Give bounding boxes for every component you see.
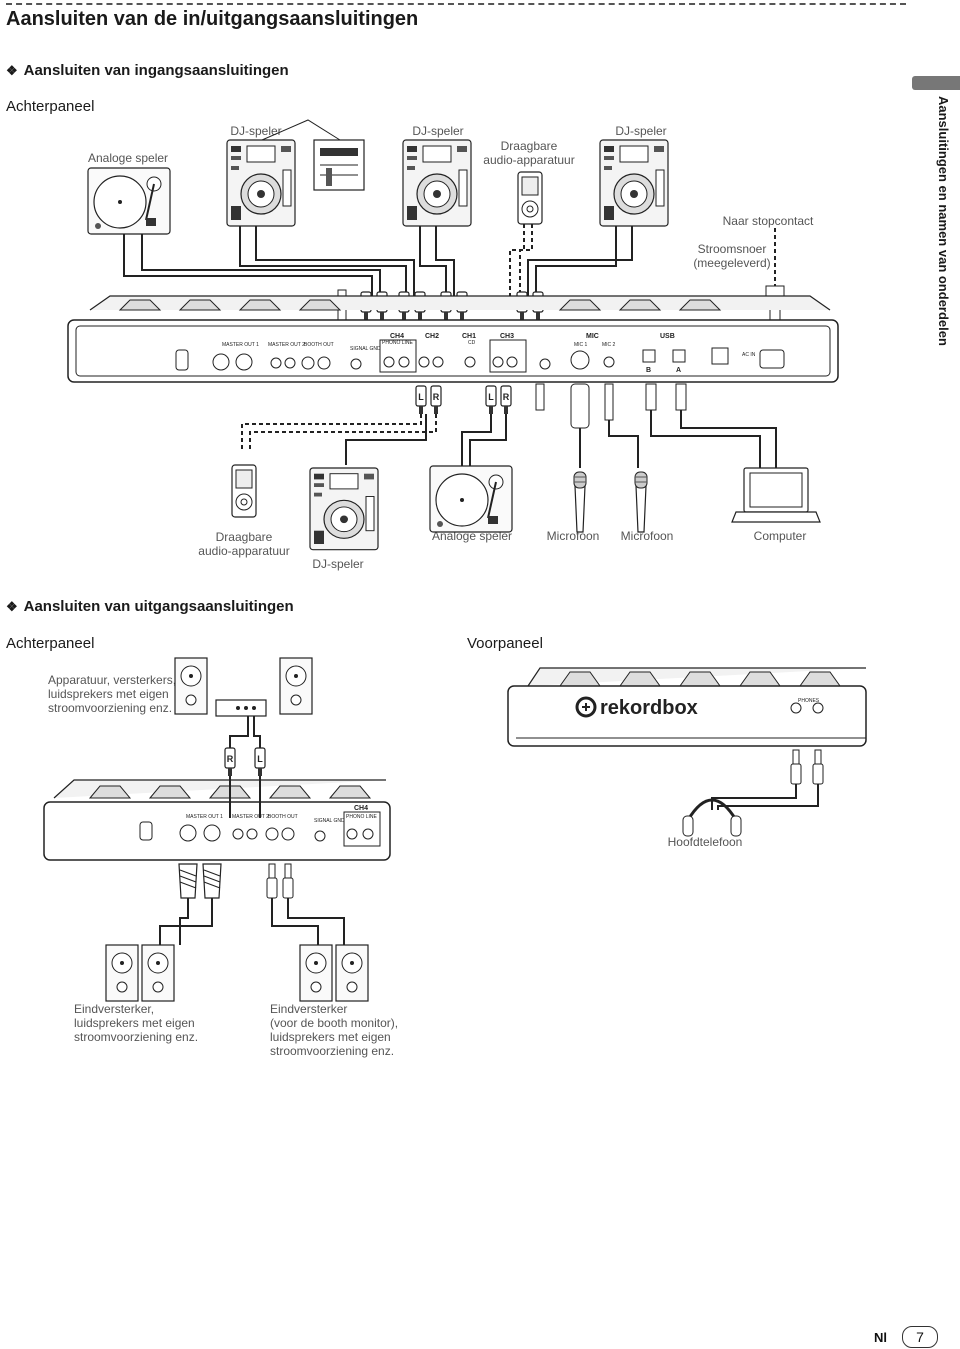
diamond-icon: ❖ — [6, 63, 18, 78]
output-rear-panel: MASTER OUT 1 MASTER OUT 2 BOOTH OUT SIGN… — [43, 779, 391, 861]
plug-label: R — [503, 392, 510, 402]
panel-marking: A — [676, 367, 681, 374]
panel-marking: AC IN — [742, 352, 756, 358]
panel-marking: CD — [468, 340, 476, 346]
dj-player-bottom-label: DJ-speler — [312, 557, 364, 571]
headphones-label: Hoofdtelefoon — [667, 835, 743, 849]
analog-player-label: Analoge speler — [87, 151, 169, 165]
input-bottom-plugs — [415, 383, 687, 429]
input-section-heading: ❖ Aansluiten van ingangsaansluitingen — [6, 62, 289, 79]
dj-player-label-2: DJ-speler — [412, 124, 464, 138]
title-rule — [6, 3, 906, 5]
dj-player-label-1: DJ-speler — [230, 124, 282, 138]
page-language: Nl — [874, 1330, 887, 1345]
output-front-panel: rekordbox PHONES — [507, 667, 867, 747]
panel-marking: MASTER OUT 1 — [186, 814, 223, 820]
headphones-icon — [682, 798, 742, 837]
plug-label: R — [227, 754, 234, 764]
power-outlet-label: Naar stopcontact — [722, 214, 814, 228]
page-title: Aansluiten van de in/uitgangsaansluiting… — [6, 8, 419, 30]
power-cord-label: Stroomsnoer(meegeleverd) — [693, 242, 771, 270]
output-rear-panel-label: Achterpaneel — [6, 635, 95, 652]
panel-marking: BOOTH OUT — [268, 814, 298, 820]
amplifier-label-2: Eindversterker(voor de booth monitor),lu… — [270, 1002, 399, 1058]
panel-marking: PHONES — [798, 698, 820, 704]
input-connection-diagram: R L L R R L L R — [67, 119, 839, 551]
panel-marking: MASTER OUT 2 — [232, 814, 269, 820]
plug-label: L — [488, 392, 494, 402]
panel-marking: CH1 — [462, 333, 476, 340]
microphone-label-2: Microfoon — [620, 529, 674, 543]
panel-marking: SIGNAL GND — [314, 818, 345, 824]
panel-marking: BOOTH OUT — [304, 342, 334, 348]
side-tab-marker — [912, 76, 960, 90]
page-number: 7 — [902, 1326, 938, 1348]
panel-marking: CH4 — [390, 333, 404, 340]
panel-marking: MIC — [586, 333, 599, 340]
panel-marking: CH3 — [500, 333, 514, 340]
plug-label: L — [418, 392, 424, 402]
side-tab-text: Aansluitingen en namen van onderdelen — [936, 96, 951, 346]
panel-marking: MIC 2 — [602, 342, 616, 348]
panel-marking: PHONO LINE — [382, 340, 414, 346]
computer-label: Computer — [753, 529, 807, 543]
panel-marking: SIGNAL GND — [350, 346, 381, 352]
plug-label: R — [433, 392, 440, 402]
plug-label: L — [257, 754, 263, 764]
input-rear-panel: MASTER OUT 1 MASTER OUT 2 BOOTH OUT SIGN… — [67, 295, 839, 383]
output-front-panel-label: Voorpaneel — [467, 635, 543, 652]
rekordbox-logo: rekordbox — [600, 697, 698, 719]
panel-marking: MIC 1 — [574, 342, 588, 348]
panel-marking: CH2 — [425, 333, 439, 340]
input-rear-panel-label: Achterpaneel — [6, 98, 95, 115]
diamond-icon: ❖ — [6, 599, 18, 614]
panel-marking: USB — [660, 333, 675, 340]
panel-marking: PHONO LINE — [346, 814, 378, 820]
output-section-heading: ❖ Aansluiten van uitgangsaansluitingen — [6, 598, 294, 615]
panel-marking: B — [646, 367, 651, 374]
panel-marking: MASTER OUT 2 — [268, 342, 305, 348]
panel-marking: CH4 — [354, 805, 368, 812]
panel-marking: MASTER OUT 1 — [222, 342, 259, 348]
equipment-label: Apparatuur, versterkers,luidsprekers met… — [48, 673, 177, 715]
output-connection-diagram: R L MASTER OUT 1 MASTER OUT 2 BOOTH OUT … — [43, 657, 867, 1002]
microphone-label-1: Microfoon — [546, 529, 600, 543]
laptop-icon — [731, 467, 821, 523]
dj-player-label-3: DJ-speler — [615, 124, 667, 138]
